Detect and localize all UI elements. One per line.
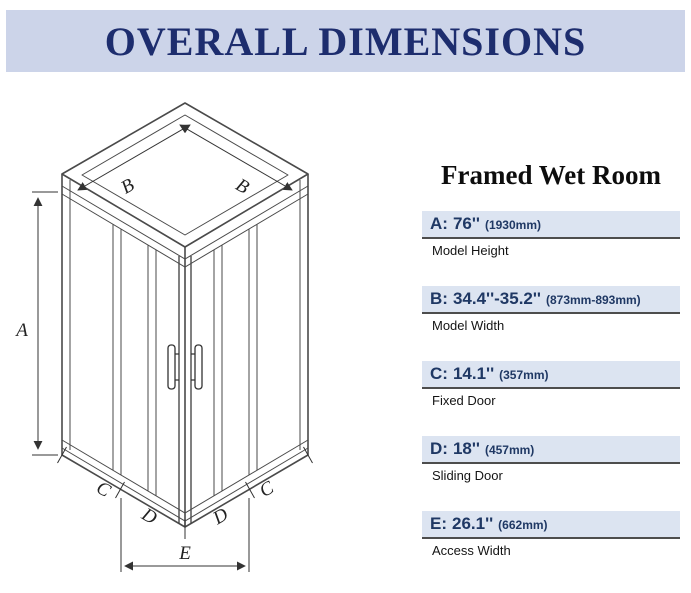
dim-label-d-left: D [137, 504, 160, 530]
spec-metric: (1930mm) [484, 218, 541, 232]
spec-value: 76'' [452, 214, 480, 233]
spec-value-row: E: 26.1'' (662mm) [422, 511, 680, 539]
spec-letter: E: [430, 514, 447, 533]
dim-label-c-right: C [256, 477, 278, 502]
spec-value-row: A: 76'' (1930mm) [422, 211, 680, 239]
shower-enclosure-diagram: A B B C D D C E [14, 102, 313, 572]
spec-value: 18'' [452, 439, 480, 458]
dim-label-a: A [14, 320, 28, 341]
spec-value-row: D: 18'' (457mm) [422, 436, 680, 464]
spec-value-row: B: 34.4''-35.2'' (873mm-893mm) [422, 286, 680, 314]
spec-row-b: B: 34.4''-35.2'' (873mm-893mm) Model Wid… [422, 286, 680, 333]
spec-sublabel: Fixed Door [432, 393, 496, 408]
spec-metric: (357mm) [499, 368, 549, 382]
spec-sublabel: Model Width [432, 318, 505, 333]
diagram-container: A B B C D D C E [8, 88, 413, 588]
page-title: OVERALL DIMENSIONS [104, 18, 587, 64]
dim-label-c-left: C [93, 477, 115, 502]
spec-value: 34.4''-35.2'' [452, 289, 541, 308]
enclosure-frame [61, 102, 309, 528]
spec-letter: A: [430, 214, 448, 233]
door-handles [167, 344, 203, 390]
dim-label-b-left: B [117, 174, 138, 198]
spec-value-row: C: 14.1'' (357mm) [422, 361, 680, 389]
dim-label-b-right: B [232, 175, 253, 199]
spec-letter: B: [430, 289, 448, 308]
spec-row-d: D: 18'' (457mm) Sliding Door [422, 436, 680, 483]
dimension-lines [32, 124, 313, 572]
spec-sublabel: Sliding Door [432, 468, 503, 483]
dim-label-e: E [178, 543, 191, 564]
dim-label-d-right: D [209, 504, 232, 530]
enclosure-panels [61, 180, 309, 524]
spec-metric: (662mm) [498, 518, 548, 532]
spec-value: 14.1'' [452, 364, 495, 383]
spec-metric: (457mm) [484, 443, 535, 457]
spec-row-e: E: 26.1'' (662mm) Access Width [422, 511, 680, 558]
spec-value: 26.1'' [452, 514, 494, 533]
spec-row-a: A: 76'' (1930mm) Model Height [422, 211, 680, 258]
spec-letter: C: [430, 364, 448, 383]
spec-letter: D: [430, 439, 448, 458]
spec-sublabel: Model Height [432, 243, 509, 258]
spec-metric: (873mm-893mm) [545, 293, 641, 307]
header-banner: OVERALL DIMENSIONS [6, 10, 685, 72]
spec-sublabel: Access Width [432, 543, 511, 558]
specs-title: Framed Wet Room [441, 160, 661, 190]
specs-panel: Framed Wet Room A: 76'' (1930mm) Model H… [422, 160, 680, 586]
spec-row-c: C: 14.1'' (357mm) Fixed Door [422, 361, 680, 408]
dimension-labels: A B B C D D C E [14, 174, 278, 564]
